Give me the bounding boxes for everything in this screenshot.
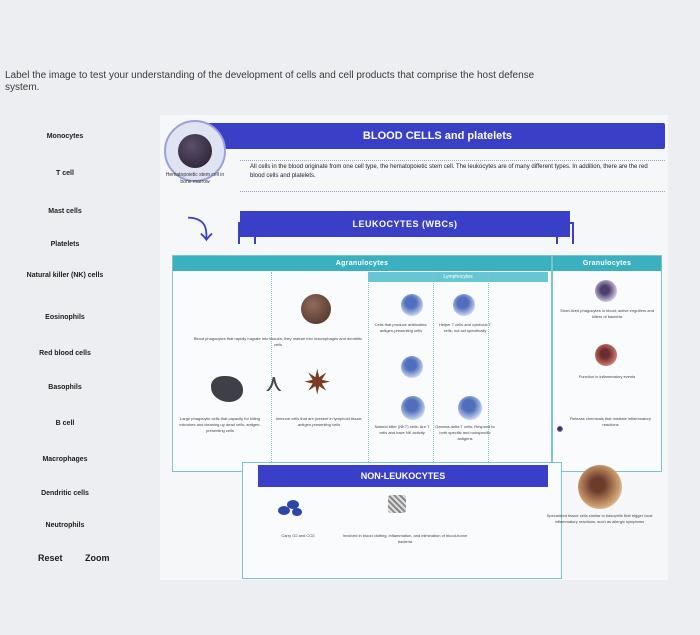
mast-caption: Specialized tissue cells similar to baso…: [546, 513, 653, 524]
label-monocytes[interactable]: Monocytes: [46, 133, 84, 140]
divider: [271, 272, 272, 470]
blood-cells-diagram: BLOOD CELLS and platelets Hematopoietic …: [160, 115, 668, 580]
monocyte-caption: Blood phagocytes that rapidly migrate in…: [193, 336, 363, 347]
nk-cell: [401, 396, 425, 420]
divider: [433, 272, 434, 470]
stem-cell-drop: [164, 120, 226, 182]
neutrophil-caption: Short-lived phagocytes in blood; active …: [560, 308, 654, 319]
stem-cell: [178, 134, 212, 168]
gamma-delta-cell: [458, 396, 482, 420]
label-platelets[interactable]: Platelets: [50, 241, 80, 248]
granulocytes-heading: Granulocytes: [553, 256, 661, 271]
t-cell: [401, 356, 423, 378]
granulocytes-panel: Granulocytes Short-lived phagocytes in b…: [552, 255, 662, 472]
b-cell-caption: Cells that produce antibodies; antigen-p…: [374, 322, 428, 333]
t-cell-small: [453, 294, 475, 316]
gamma-delta-caption: Gamma-delta T cells: Respond to both spe…: [435, 424, 495, 441]
hsc-caption: Hematopoietic stem cell in bone marrow: [165, 172, 225, 185]
dendritic-cell: ✷: [303, 364, 332, 402]
zoom-button[interactable]: Zoom: [85, 553, 110, 563]
label-basophils[interactable]: Basophils: [48, 384, 82, 391]
monocyte-cell: [301, 294, 331, 324]
label-red-blood-cells[interactable]: Red blood cells: [39, 350, 91, 357]
eosinophil-caption: Function in inflammatory events: [578, 374, 636, 379]
platelet-cluster: [388, 495, 406, 513]
label-eosinophils[interactable]: Eosinophils: [45, 314, 85, 321]
t-cell-caption-alt: Helper T cells and cytotoxic T cells; no…: [438, 322, 492, 333]
divider: [240, 160, 665, 161]
branch-arrows-icon: ⋏: [265, 370, 283, 397]
dendritic-caption: Immune cells that are present in lymphoi…: [275, 416, 363, 427]
basophil-marker: [557, 426, 563, 432]
label-dendritic-cells[interactable]: Dendritic cells: [41, 490, 89, 497]
rbc-caption: Carry O2 and CO2: [281, 533, 315, 538]
label-t-cell[interactable]: T cell: [56, 170, 74, 177]
b-cell: [401, 294, 423, 316]
intro-text: All cells in the blood originate from on…: [250, 164, 648, 179]
label-neutrophils[interactable]: Neutrophils: [45, 522, 85, 529]
mast-cell: [578, 465, 622, 509]
eosinophil-cell: [595, 344, 617, 366]
instructions: Label the image to test your understandi…: [5, 70, 535, 93]
divider: [368, 272, 369, 470]
nk-caption: Natural killer (NKT) cells: Are T cells …: [374, 424, 430, 435]
macrophage-caption: Large phagocytic cells that capacity for…: [179, 416, 261, 433]
title-banner: BLOOD CELLS and platelets: [193, 123, 665, 149]
leukocytes-banner: LEUKOCYTES (WBCs): [240, 211, 570, 237]
label-nk-cells[interactable]: Natural killer (NK) cells: [26, 272, 104, 279]
divider: [240, 191, 665, 192]
red-blood-cell-group: [278, 500, 304, 516]
agranulocytes-heading: Agranulocytes: [173, 256, 551, 271]
platelet-caption: Involved in blood clotting, inflammation…: [342, 533, 468, 544]
down-arrow-icon: ⤵: [187, 215, 214, 245]
neutrophil-cell: [595, 280, 617, 302]
diagram-title: BLOOD CELLS and platelets: [362, 130, 513, 142]
divider: [488, 272, 489, 470]
label-macrophages[interactable]: Macrophages: [42, 456, 88, 463]
basophil-caption: Release chemicals that mediate inflammat…: [570, 416, 651, 427]
non-leukocytes-banner: NON-LEUKOCYTES: [258, 465, 548, 487]
macrophage-cell: [211, 376, 243, 402]
reset-button[interactable]: Reset: [38, 553, 63, 563]
label-b-cell[interactable]: B cell: [55, 420, 75, 427]
agranulocytes-panel: Agranulocytes Lymphocytes Blood phagocyt…: [172, 255, 552, 472]
label-mast-cells[interactable]: Mast cells: [48, 208, 82, 215]
lymphocytes-subheading: Lymphocytes: [368, 272, 548, 282]
